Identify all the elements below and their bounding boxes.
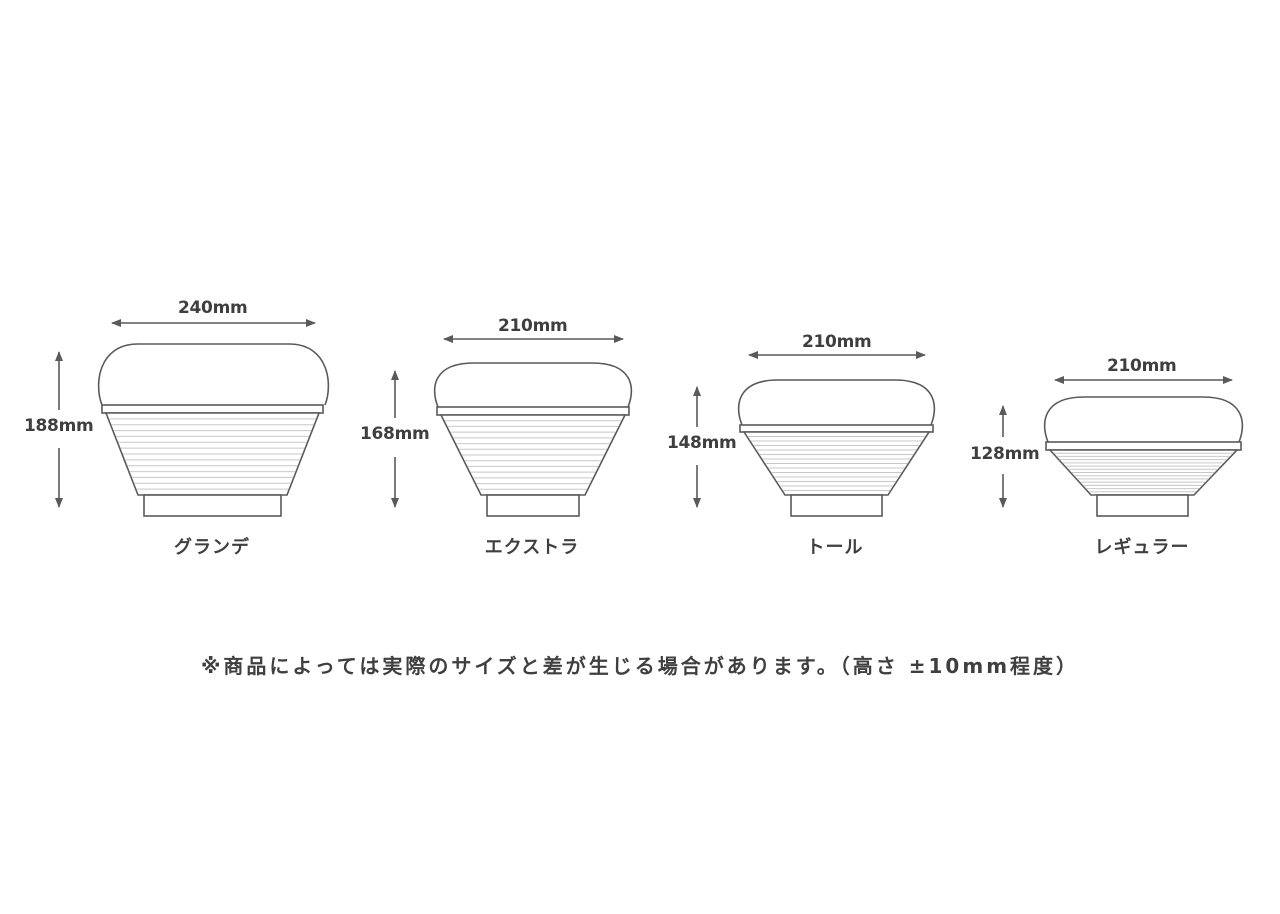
bowl-grande-foot [143, 494, 282, 517]
bowl-tall-height-label: 148mm [667, 433, 737, 453]
bowl-tall-rim [739, 424, 934, 433]
bowl-regular-height-label: 128mm [970, 444, 1040, 464]
bowl-tall-lid [737, 379, 936, 426]
bowl-grande-height-label: 188mm [24, 416, 94, 436]
bowl-tall-name: トール [806, 537, 864, 558]
bowl-regular-width-label: 210mm [1107, 356, 1177, 376]
bowl-grande-rim [101, 404, 324, 414]
bowl-grande-lid [97, 343, 330, 406]
bowl-regular-foot [1096, 494, 1189, 517]
bowl-extra-name: エクストラ [484, 537, 580, 558]
bowl-extra-rim [436, 406, 630, 416]
bowl-grande-width-label: 240mm [178, 298, 248, 318]
size-disclaimer-note: ※商品によっては実際のサイズと差が生じる場合があります。（高さ ±10mm程度） [200, 654, 1080, 678]
bowl-regular-lid [1043, 396, 1244, 443]
bowl-extra-foot [486, 494, 580, 517]
bowl-tall-foot [790, 494, 883, 517]
bowl-regular-name: レギュラー [1094, 537, 1190, 558]
bowl-tall-width-label: 210mm [802, 332, 872, 352]
bowl-grande-name: グランデ [174, 537, 250, 558]
bowl-extra-height-label: 168mm [360, 424, 430, 444]
bowl-regular-rim [1045, 441, 1242, 451]
bowl-extra-lid [433, 362, 633, 408]
bowl-extra-width-label: 210mm [498, 316, 568, 336]
